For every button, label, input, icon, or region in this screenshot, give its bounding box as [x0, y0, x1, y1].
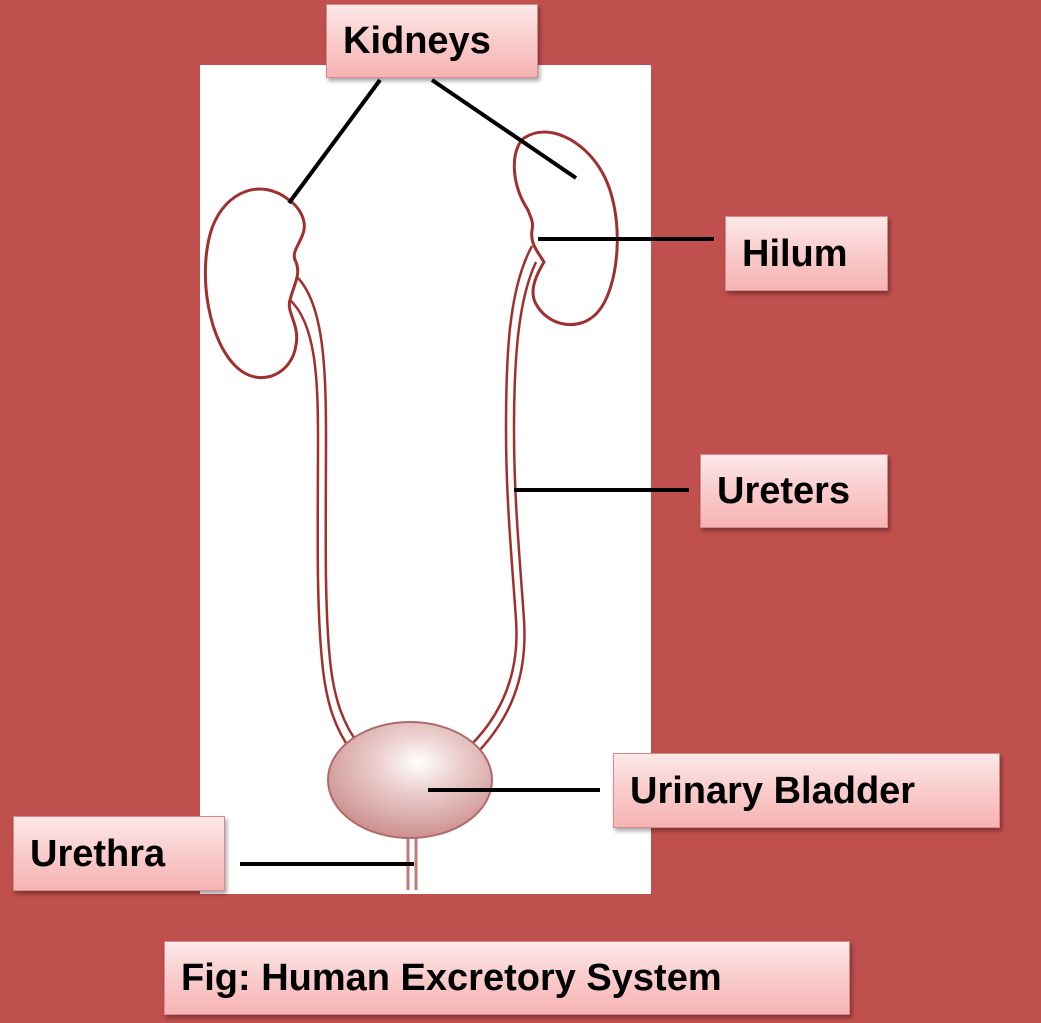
urethra-tube [406, 830, 418, 890]
left-ureter-outer [289, 299, 354, 753]
kidneys-label: Kidneys [326, 4, 538, 78]
hilum-label-text: Hilum [742, 232, 848, 275]
kidneys-label-text: Kidneys [343, 20, 491, 62]
urethra-label-text: Urethra [30, 832, 166, 875]
ureters-label-text: Ureters [717, 470, 851, 512]
urinary-bladder-label: Urinary Bladder [613, 753, 1000, 828]
right-ureter-outer [477, 261, 538, 753]
urethra-label: Urethra [13, 816, 225, 891]
leader-line-kidneys-right [430, 78, 578, 180]
urinary-bladder-label-text: Urinary Bladder [630, 769, 916, 812]
leader-line-kidneys-left [287, 78, 382, 205]
figure-caption-text: Fig: Human Excretory System [181, 957, 722, 999]
left-kidney [203, 187, 306, 380]
right-kidney [512, 130, 619, 327]
right-ureter-inner [469, 245, 534, 747]
ureters-label: Ureters [700, 454, 888, 528]
hilum-label: Hilum [725, 216, 888, 291]
left-ureter-inner [297, 277, 361, 747]
figure-caption: Fig: Human Excretory System [164, 941, 850, 1015]
urinary-bladder [327, 721, 493, 839]
